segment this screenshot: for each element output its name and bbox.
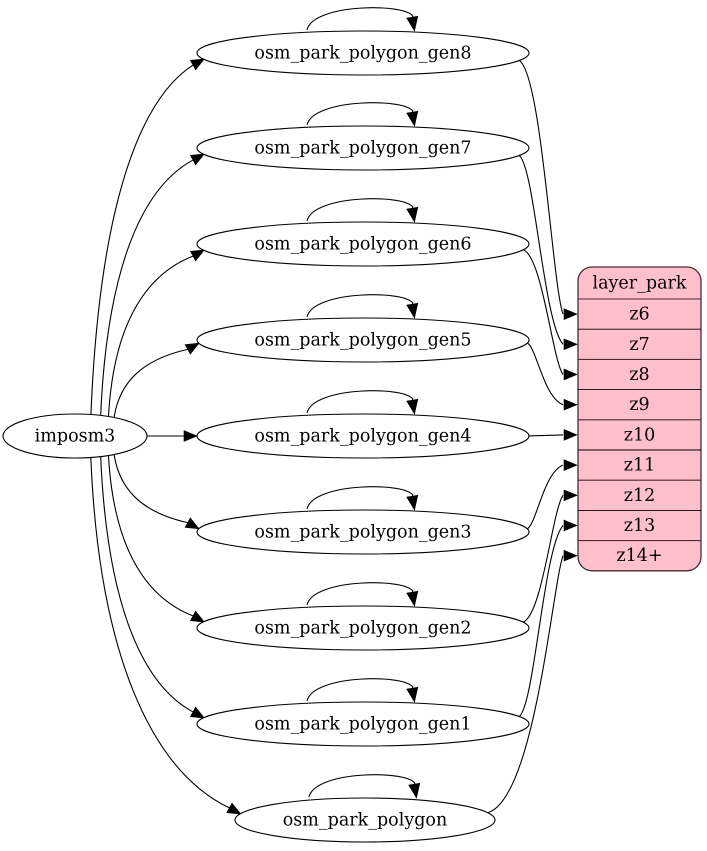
self-loop-osm-park-polygon-gen1: [306, 678, 414, 702]
arrowhead-self-loop-osm-park-polygon-gen3: [406, 494, 419, 511]
arrowhead-self-loop-osm-park-polygon-gen8: [406, 15, 419, 32]
edge-osm-park-polygon-to-z14: [486, 555, 564, 814]
node-osm-park-polygon-gen8-label: osm_park_polygon_gen8: [254, 44, 471, 64]
arrowhead-osm-park-polygon-gen3-to-z11: [563, 459, 578, 471]
self-loop-osm-park-polygon-gen8: [306, 7, 414, 31]
self-loop-osm-park-polygon-gen6: [306, 198, 414, 222]
table-row-z8[interactable]: z8: [629, 365, 649, 385]
edges-from-imposm3: [90, 58, 242, 815]
table-row-z11[interactable]: z11: [624, 456, 656, 476]
node-osm-park-polygon-gen8-shape[interactable]: [196, 30, 530, 76]
arrowhead-imposm3-to-osm-park-polygon-gen5: [184, 342, 200, 355]
edge-osm-park-polygon-gen4-to-z10: [527, 434, 564, 437]
layer-park-header-label: layer_park: [593, 274, 687, 294]
self-loop-edges: [306, 7, 421, 799]
node-osm-park-polygon-gen1-label: osm_park_polygon_gen1: [254, 715, 471, 735]
node-osm-park-polygon-gen7-label: osm_park_polygon_gen7: [254, 139, 471, 159]
edge-osm-park-polygon-gen2-to-z12: [521, 494, 564, 624]
arrowhead-imposm3-to-osm-park-polygon-gen7: [189, 153, 206, 166]
arrowhead-imposm3-to-osm-park-polygon: [226, 802, 242, 815]
arrowhead-osm-park-polygon-gen7-to-z7: [563, 338, 578, 351]
edge-imposm3-to-osm-park-polygon-gen2: [107, 448, 194, 617]
node-imposm3-label: imposm3: [35, 427, 116, 447]
edge-osm-park-polygon-gen8-to-z6: [518, 59, 564, 315]
edge-imposm3-to-osm-park-polygon-gen3: [112, 442, 188, 524]
arrowhead-self-loop-osm-park-polygon-gen2: [406, 590, 419, 607]
arrowhead-osm-park-polygon-gen6-to-z8: [563, 368, 578, 381]
table-row-z12[interactable]: z12: [624, 486, 656, 506]
self-loop-osm-park-polygon-gen3: [306, 486, 414, 510]
self-loop-osm-park-polygon-gen2: [306, 582, 414, 606]
arrowhead-imposm3-to-osm-park-polygon-gen2: [189, 610, 206, 623]
self-loop-osm-park-polygon-gen5: [306, 294, 414, 318]
edge-osm-park-polygon-gen6-to-z8: [522, 248, 564, 375]
edge-osm-park-polygon-gen1-to-z13: [518, 525, 564, 718]
node-imposm3-shape[interactable]: [2, 413, 148, 459]
arrowhead-self-loop-osm-park-polygon: [408, 782, 421, 799]
node-osm-park-polygon-gen5-label: osm_park_polygon_gen5: [254, 331, 471, 351]
table-row-z13[interactable]: z13: [624, 516, 656, 536]
edge-osm-park-polygon-gen3-to-z11: [526, 464, 564, 530]
arrowhead-osm-park-polygon-gen4-to-z10: [563, 429, 578, 441]
layer-park-table: layer_park z6 z7 z8 z9 z10 z11 z12 z13 z14+: [577, 266, 702, 572]
node-osm-park-polygon-gen1-shape[interactable]: [196, 701, 530, 747]
edge-imposm3-to-osm-park-polygon-gen5: [112, 348, 188, 430]
arrowhead-osm-park-polygon-gen2-to-z12: [563, 489, 578, 502]
table-row-z7[interactable]: z7: [629, 335, 649, 355]
self-loop-osm-park-polygon-gen4: [306, 390, 414, 414]
arrowhead-self-loop-osm-park-polygon-gen5: [406, 302, 419, 319]
edge-imposm3-to-osm-park-polygon-gen6: [107, 255, 194, 424]
arrowhead-imposm3-to-osm-park-polygon-gen1: [189, 706, 206, 719]
node-osm-park-polygon-gen2-shape[interactable]: [196, 605, 530, 651]
table-row-z10[interactable]: z10: [624, 425, 656, 445]
arrowhead-osm-park-polygon-to-z14: [563, 549, 578, 562]
edges-to-layer-park: [486, 59, 578, 814]
arrowhead-imposm3-to-osm-park-polygon-gen4: [183, 430, 198, 442]
edge-imposm3-to-osm-park-polygon-gen1: [99, 453, 194, 713]
node-osm-park-polygon-gen7-shape[interactable]: [196, 125, 530, 171]
self-loop-osm-park-polygon: [308, 774, 416, 798]
table-row-z14[interactable]: z14+: [616, 546, 662, 566]
node-osm-park-polygon-gen5-shape[interactable]: [196, 317, 530, 363]
arrowhead-osm-park-polygon-gen5-to-z9: [563, 398, 578, 411]
arrowhead-imposm3-to-osm-park-polygon-gen8: [189, 58, 206, 71]
edge-osm-park-polygon-gen7-to-z7: [518, 154, 564, 345]
table-row-z6[interactable]: z6: [629, 305, 649, 325]
node-osm-park-polygon-gen4-shape[interactable]: [196, 413, 530, 459]
arrowhead-self-loop-osm-park-polygon-gen7: [406, 110, 419, 127]
self-loop-osm-park-polygon-gen7: [306, 102, 414, 126]
edge-osm-park-polygon-gen5-to-z9: [526, 342, 564, 406]
edge-imposm3-to-osm-park-polygon-gen8: [90, 64, 194, 416]
arrowhead-osm-park-polygon-gen8-to-z6: [563, 308, 578, 320]
edge-imposm3-to-osm-park-polygon: [90, 456, 230, 809]
node-group: imposm3 osm_park_polygon_gen8 osm_park_pol…: [2, 30, 530, 843]
node-osm-park-polygon-gen3-shape[interactable]: [196, 509, 530, 555]
node-osm-park-polygon-label: osm_park_polygon: [283, 811, 447, 831]
arrowhead-imposm3-to-osm-park-polygon-gen3: [184, 517, 200, 530]
layer-park-table-body: [577, 266, 702, 572]
arrowhead-self-loop-osm-park-polygon-gen6: [406, 206, 419, 223]
arrowhead-osm-park-polygon-gen1-to-z13: [563, 519, 578, 532]
node-osm-park-polygon-gen6-label: osm_park_polygon_gen6: [254, 235, 471, 255]
node-osm-park-polygon-gen2-label: osm_park_polygon_gen2: [254, 619, 471, 639]
arrowhead-self-loop-osm-park-polygon-gen1: [406, 686, 419, 703]
node-osm-park-polygon-gen6-shape[interactable]: [196, 221, 530, 267]
arrowhead-imposm3-to-osm-park-polygon-gen6: [189, 249, 206, 262]
table-row-z9[interactable]: z9: [629, 395, 649, 415]
node-osm-park-polygon-shape[interactable]: [234, 797, 496, 843]
arrowhead-self-loop-osm-park-polygon-gen4: [406, 398, 419, 415]
edge-imposm3-to-osm-park-polygon-gen7: [99, 159, 194, 419]
node-osm-park-polygon-gen4-label: osm_park_polygon_gen4: [254, 427, 471, 447]
node-osm-park-polygon-gen3-label: osm_park_polygon_gen3: [254, 523, 471, 543]
